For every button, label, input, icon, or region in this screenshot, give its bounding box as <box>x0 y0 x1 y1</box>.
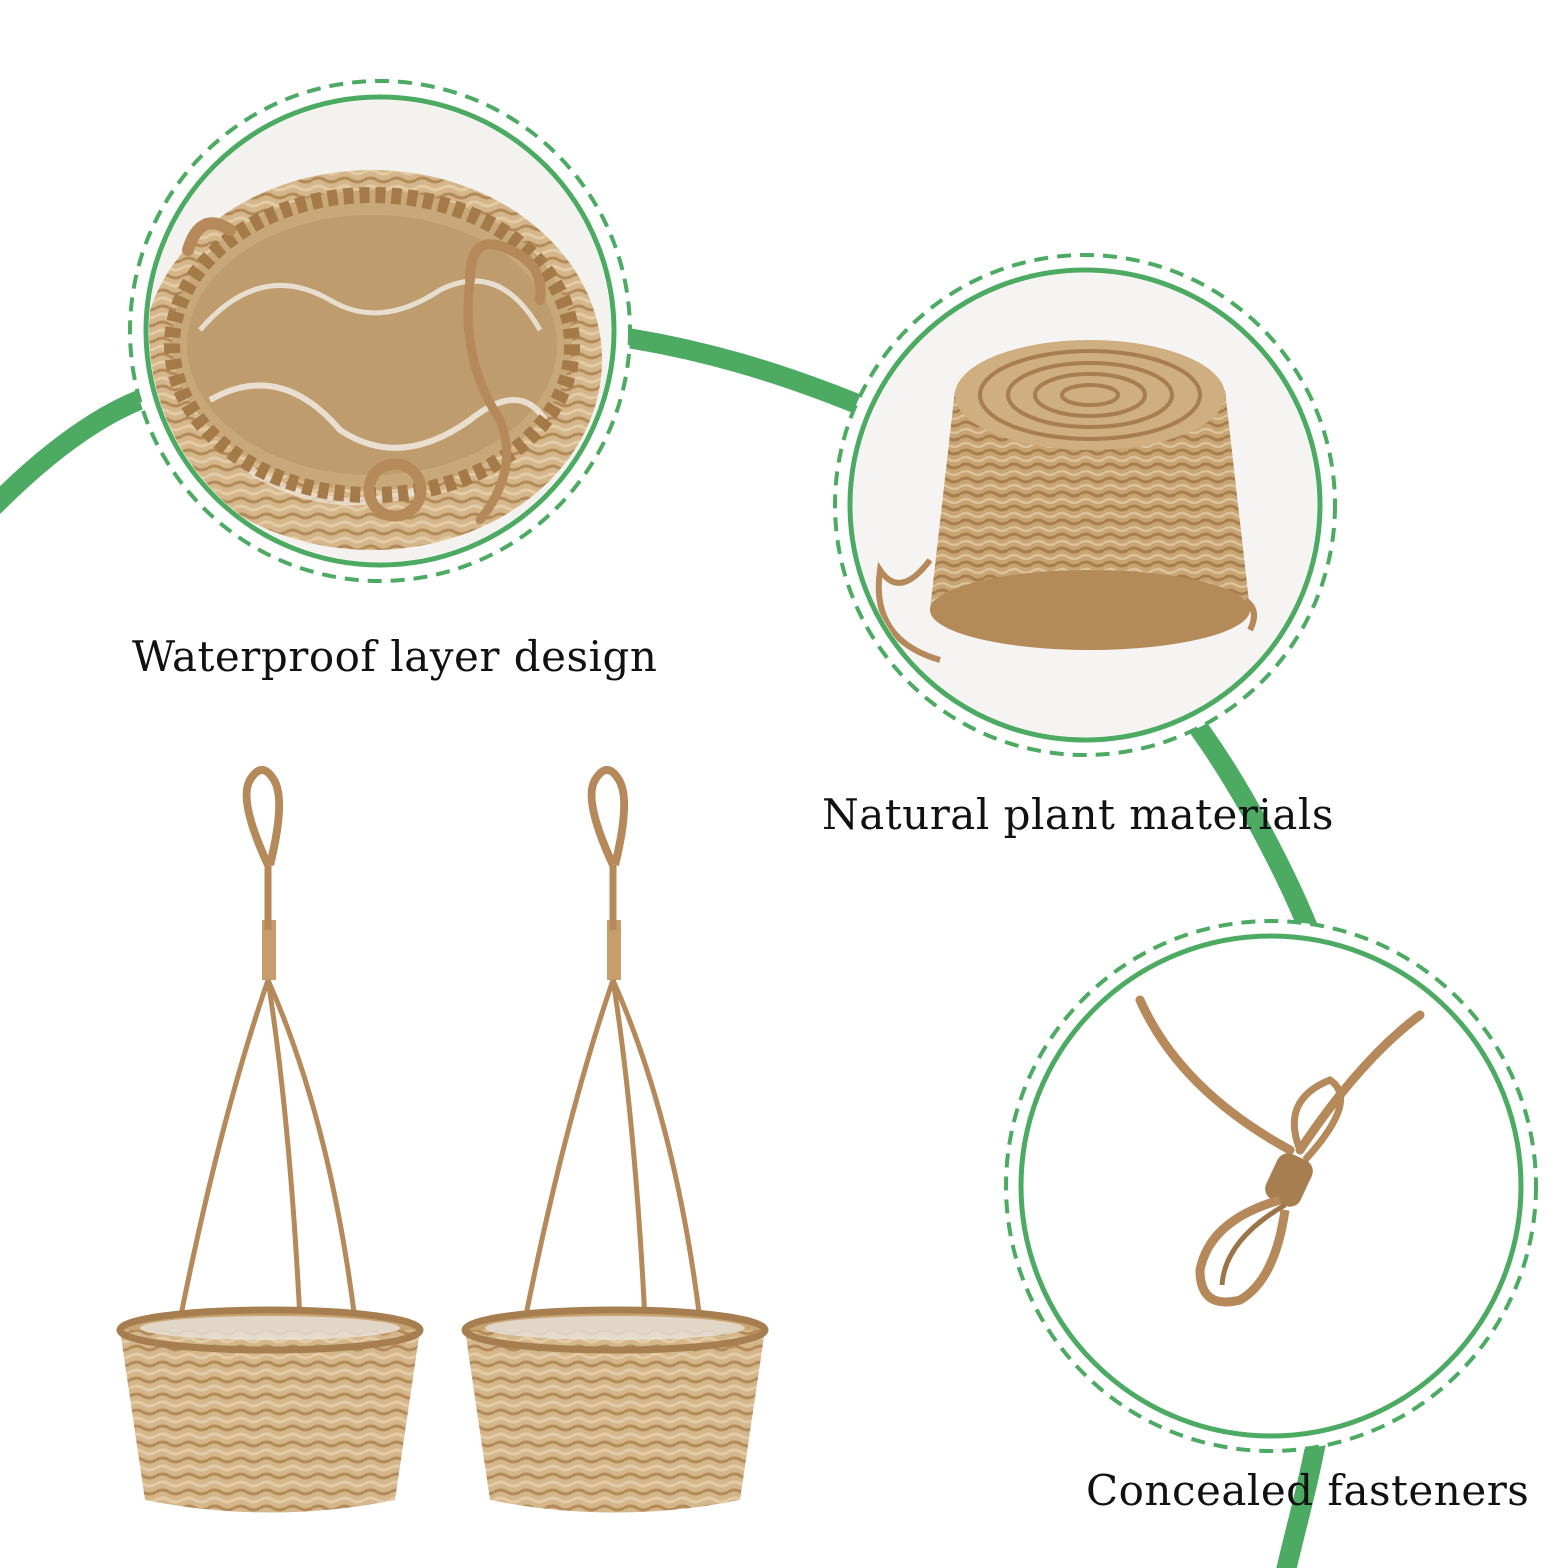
feature-circle-natural <box>833 253 1337 757</box>
basket-bottom-photo <box>853 273 1317 737</box>
green-connector-arc <box>0 320 1330 1568</box>
hanging-basket-left <box>116 766 424 1513</box>
basket-interior-photo <box>149 100 611 562</box>
caption-waterproof-layer: Waterproof layer design <box>132 632 658 681</box>
feature-circle-fasteners <box>1004 919 1538 1453</box>
caption-natural-materials: Natural plant materials <box>822 790 1334 839</box>
hanging-basket-right <box>461 766 769 1513</box>
caption-concealed-fasteners: Concealed fasteners <box>1086 1466 1530 1515</box>
feature-circle-waterproof <box>128 79 632 583</box>
rope-knot-photo <box>1024 939 1518 1433</box>
